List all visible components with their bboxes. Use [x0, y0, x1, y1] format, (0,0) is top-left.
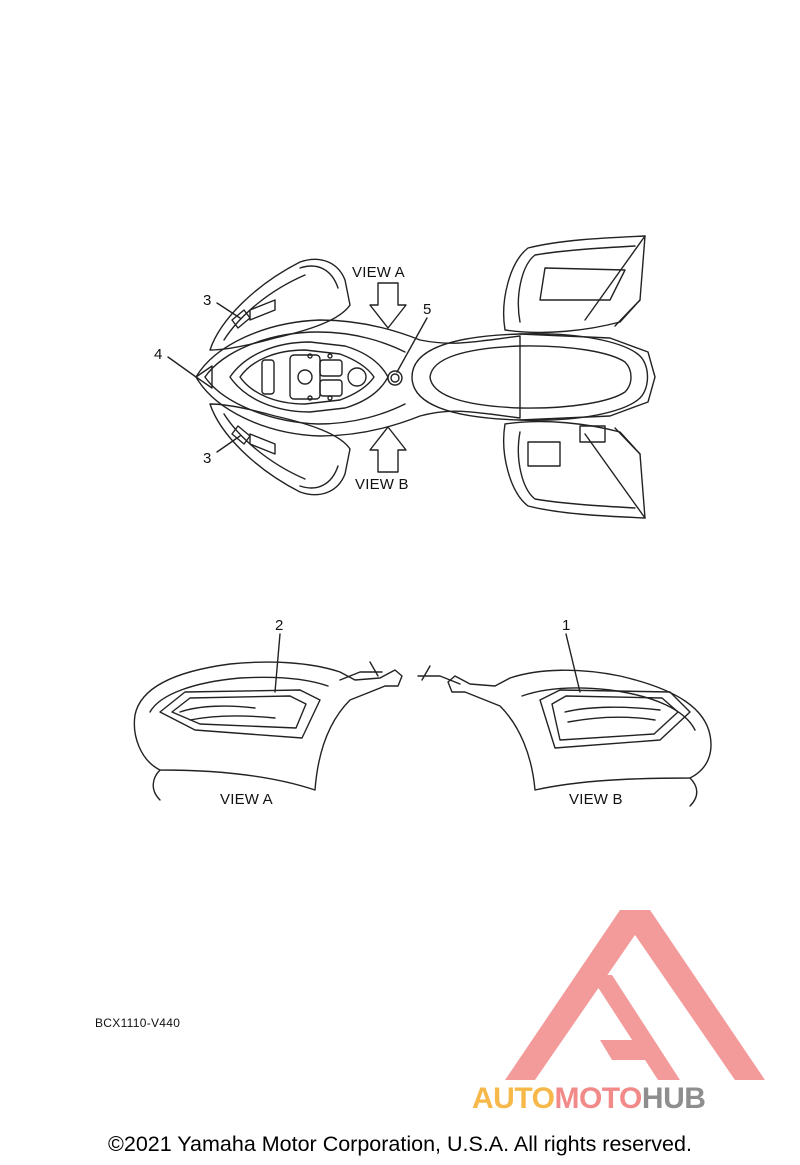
rear-fender-top — [503, 235, 646, 334]
callout-3-top: 3 — [203, 292, 212, 309]
front-cavity — [229, 341, 389, 413]
front-decal-bottom — [231, 425, 251, 445]
panel-view-a-label: VIEW A — [220, 791, 273, 808]
watermark-part-auto: AUTO — [472, 1082, 555, 1115]
automotohub-watermark: AUTOMOTOHUB — [472, 1082, 706, 1115]
watermark-part-moto: MOTO — [554, 1082, 642, 1115]
callout-3-bottom: 3 — [203, 450, 212, 467]
top-view-b-label: VIEW B — [355, 476, 409, 493]
callout-2: 2 — [275, 617, 284, 634]
seat — [411, 333, 649, 421]
front-hood — [195, 319, 521, 437]
view-b-arrow — [369, 426, 407, 473]
callout-5: 5 — [423, 301, 432, 318]
atv-top-view — [195, 235, 656, 519]
watermark-part-hub: HUB — [641, 1082, 706, 1115]
view-a-decal — [159, 689, 321, 739]
callout-4: 4 — [154, 346, 163, 363]
fuel-cap — [387, 370, 403, 386]
view-b-decal — [539, 689, 691, 749]
top-view-a-label: VIEW A — [352, 264, 405, 281]
front-fender-bottom — [209, 403, 351, 496]
rear-fender-bottom — [503, 420, 646, 519]
view-b-fender — [417, 665, 712, 807]
copyright-notice: ©2021 Yamaha Motor Corporation, U.S.A. A… — [108, 1132, 692, 1156]
view-a-fender — [133, 661, 403, 801]
callout-1: 1 — [562, 617, 571, 634]
view-a-arrow — [369, 282, 407, 329]
rear-decal — [527, 441, 561, 467]
diagram-code: BCX1110-V440 — [95, 1016, 181, 1030]
front-decal-top — [231, 309, 251, 329]
panel-view-b-label: VIEW B — [569, 791, 623, 808]
front-fender-top — [209, 258, 351, 351]
automotohub-logo-mark — [505, 910, 765, 1080]
